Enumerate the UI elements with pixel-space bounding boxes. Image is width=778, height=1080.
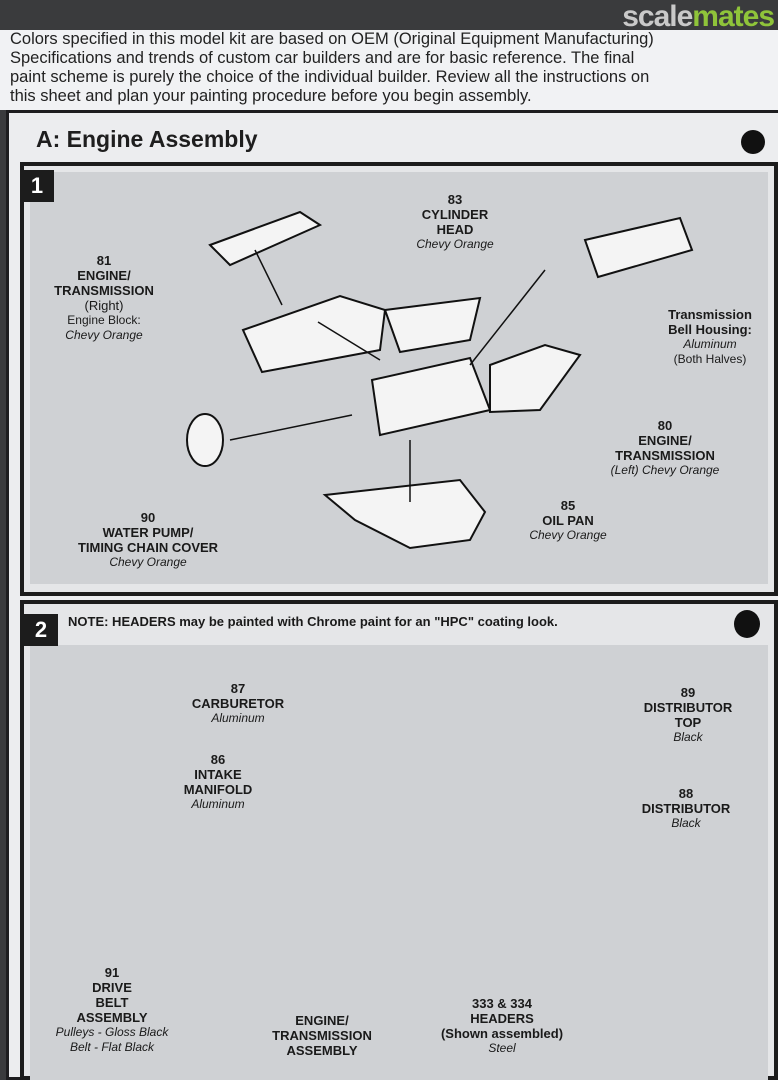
section-title: A: Engine Assembly: [36, 126, 258, 152]
watermark-logo: scalemates: [622, 0, 775, 34]
intro-text: Colors specified in this model kit are b…: [0, 30, 778, 110]
intro-line: Specifications and trends of custom car …: [10, 49, 635, 67]
intro-line: this sheet and plan your painting proced…: [10, 87, 532, 105]
logo-part: scale: [622, 0, 693, 33]
intro-line: Colors specified in this model kit are b…: [10, 30, 654, 48]
intro-line: paint scheme is purely the choice of the…: [10, 68, 650, 86]
step-2-diagram: [30, 645, 768, 1080]
logo-part: mates: [692, 0, 775, 33]
step-number: 2: [24, 614, 58, 646]
step-number: 1: [20, 170, 54, 202]
paint-dot-icon: [734, 610, 760, 638]
paint-dot-icon: [741, 130, 765, 154]
step-note: NOTE: HEADERS may be painted with Chrome…: [68, 614, 558, 629]
